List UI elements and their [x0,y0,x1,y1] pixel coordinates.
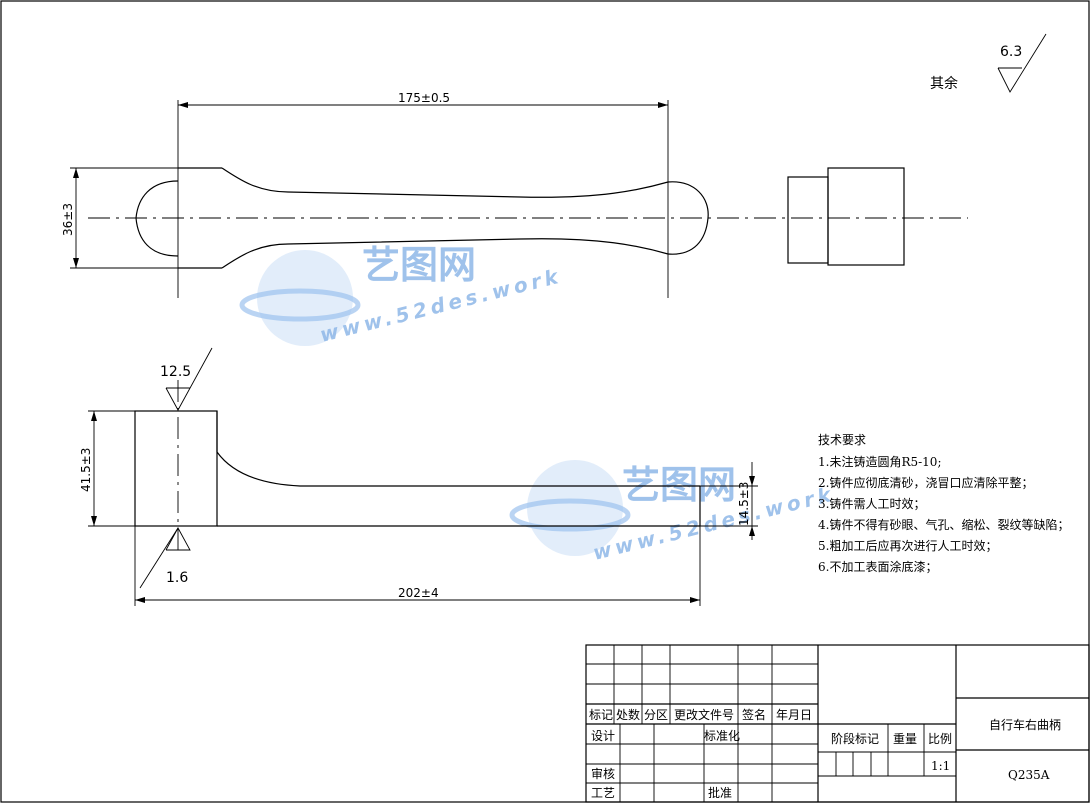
dim-overall-length: 202±4 [398,586,439,600]
note-item: 6.不加工表面涂底漆； [818,559,937,574]
tb-header-change-doc: 更改文件号 [674,707,734,722]
watermark-swoosh [239,288,361,322]
tb-design: 设计 [591,729,615,743]
tb-header-mark: 标记 [589,708,613,722]
dim-side-height: 41.5±3 [79,448,93,492]
note-item: 2.铸件应彻底清砂，浇冒口应清除平整； [818,475,1033,490]
dim-length-top: 175±0.5 [398,91,450,105]
watermark-logo: 艺图网 [362,243,476,287]
tb-process: 工艺 [591,786,615,800]
notes-title: 技术要求 [818,433,866,447]
tb-header-date: 年月日 [776,708,812,722]
tb-header-count: 处数 [616,707,640,722]
tb-approve: 批准 [708,785,732,800]
tb-scale-label: 比例 [928,732,952,746]
note-item: 5.粗加工后应再次进行人工时效； [818,538,997,553]
watermark-1: 艺图网 www.52des.work [239,243,564,347]
tb-material: Q235A [1008,768,1050,782]
tb-stage-mark: 阶段标记 [831,731,879,746]
technical-notes: 技术要求 1.未注铸造圆角R5-10; 2.铸件应彻底清砂，浇冒口应清除平整； … [818,433,1069,574]
watermark-2: 艺图网 www.52des.work [509,460,837,565]
svg-text:6.3: 6.3 [1000,44,1022,60]
svg-text:1.6: 1.6 [166,570,188,586]
tb-scale-value: 1:1 [931,759,950,773]
svg-text:其余: 其余 [930,75,958,92]
watermark-globe [527,460,623,556]
tb-standardize: 标准化 [704,729,740,743]
tb-review: 审核 [591,766,615,781]
tb-header-zone: 分区 [644,708,668,722]
watermark-swoosh [509,498,631,532]
general-roughness-symbol: 6.3 其余 [930,33,1047,93]
tb-part-name: 自行车右曲柄 [989,717,1061,732]
svg-text:12.5: 12.5 [160,364,191,380]
watermark-globe [257,250,353,346]
watermark-logo: 艺图网 [622,463,736,507]
note-item: 3.铸件需人工时效； [818,496,925,511]
front-view: 12.5 1.6 41.5±3 14.5±3 202±4 [79,347,758,606]
dim-arm-thickness: 14.5±3 [737,482,751,526]
tb-header-signature: 签名 [742,707,766,722]
note-item: 1.未注铸造圆角R5-10; [818,454,942,469]
dim-head-height: 36±3 [61,203,75,236]
top-view: 175±0.5 36±3 [61,91,968,298]
tb-weight: 重量 [893,732,917,746]
note-item: 4.铸件不得有砂眼、气孔、缩松、裂纹等缺陷； [818,517,1069,532]
title-block: 标记 处数 分区 更改文件号 签名 年月日 设计 标准化 审核 工艺 批准 阶段… [585,644,1090,803]
